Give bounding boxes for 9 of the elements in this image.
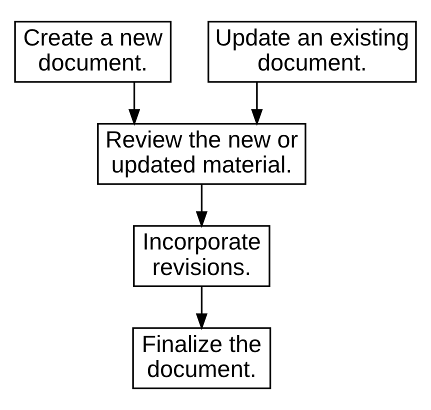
arrow [251, 82, 263, 126]
node-box: Update an existing document. [208, 20, 417, 83]
node-box: Create a new document. [14, 20, 172, 83]
arrow [196, 184, 208, 228]
node-box: Review the new or updated material. [97, 122, 306, 185]
arrow [128, 82, 140, 126]
arrow [196, 286, 208, 330]
node-box: Finalize the document. [132, 327, 272, 390]
node-box: Incorporate revisions. [133, 225, 270, 288]
